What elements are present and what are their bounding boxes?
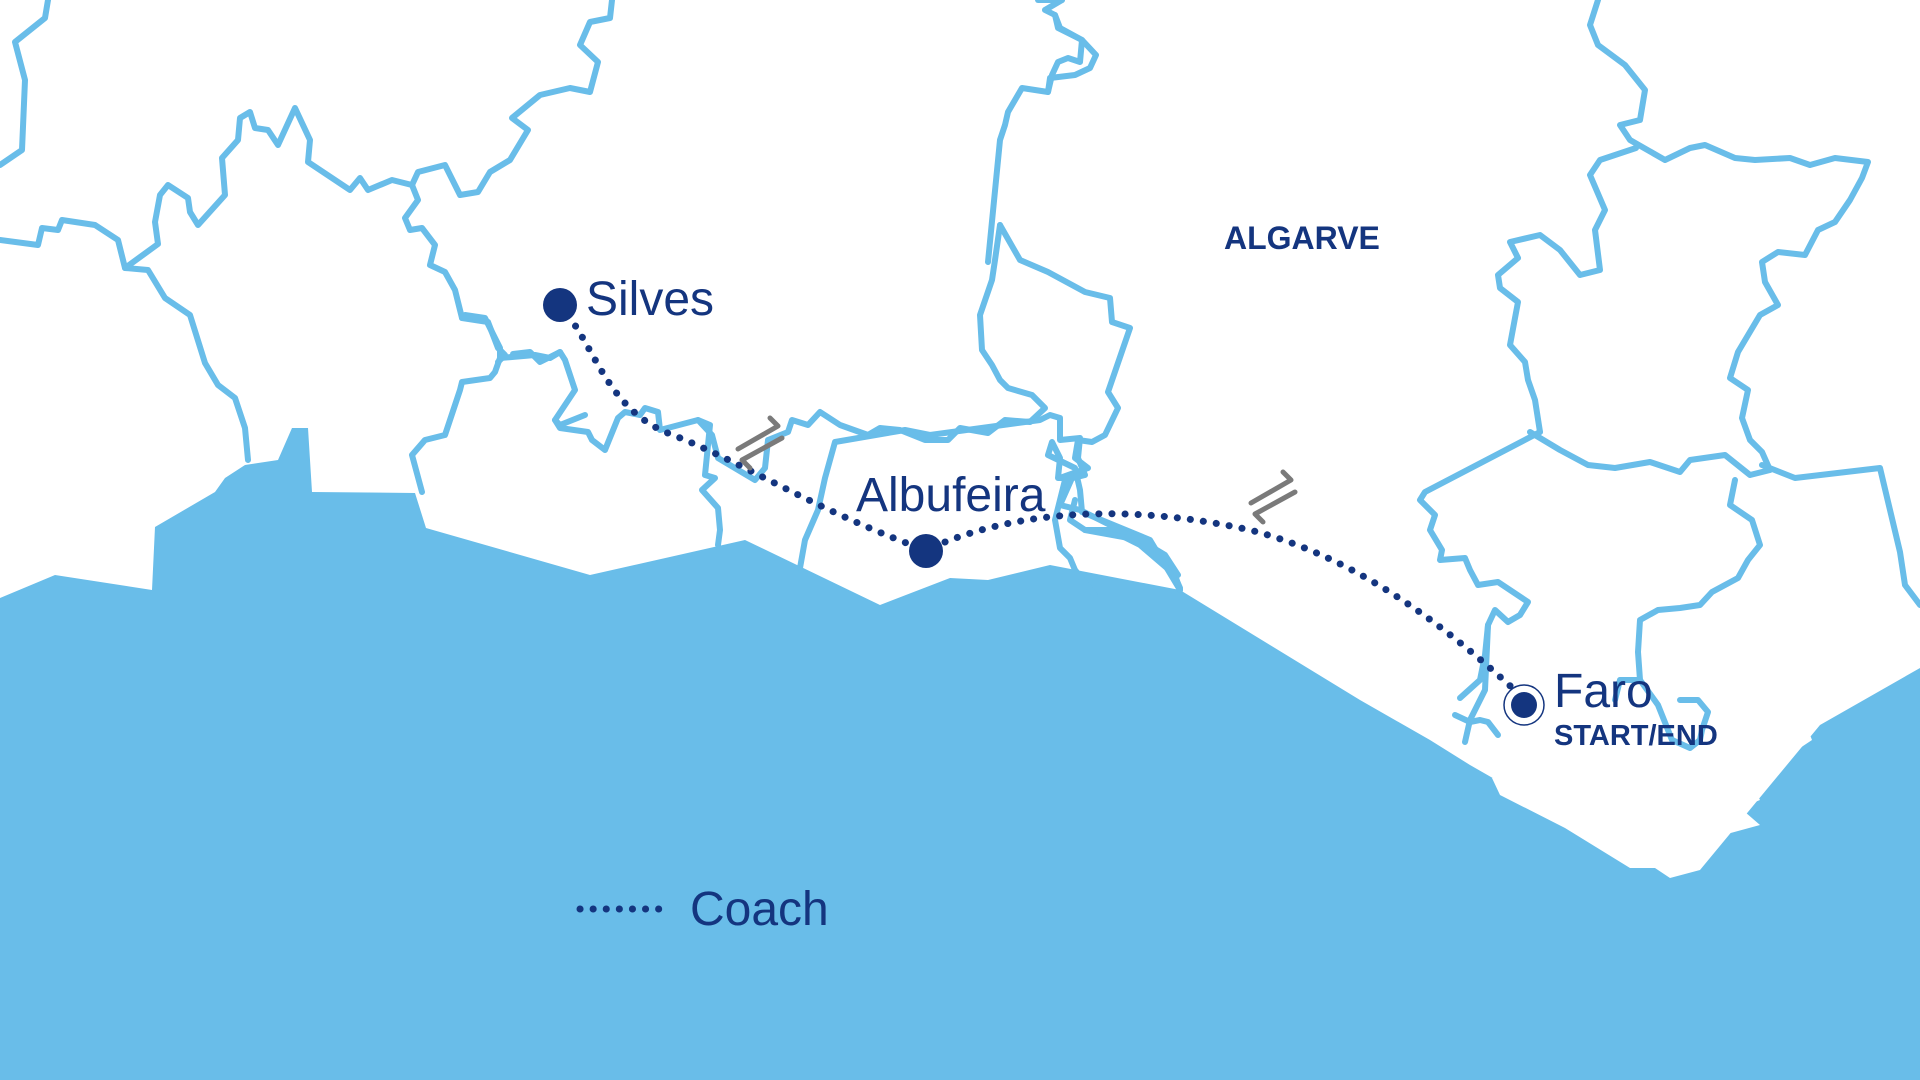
silves-marker: [543, 288, 577, 322]
municipal-borders: [0, 0, 1920, 751]
silves-label: Silves: [586, 273, 715, 326]
faro-marker: [1511, 692, 1537, 718]
legend-coach-label: Coach: [690, 883, 829, 936]
barrier-island: [1655, 818, 1690, 833]
barrier-island: [1690, 812, 1760, 840]
albufeira-label: Albufeira: [856, 469, 1046, 522]
barrier-island: [1492, 762, 1670, 868]
region-label: ALGARVE: [1224, 220, 1380, 256]
swap-arrows-icon: [1248, 469, 1298, 525]
albufeira-marker: [909, 534, 943, 568]
barrier-island: [1675, 782, 1760, 822]
swap-arrows-icon: [735, 415, 785, 471]
faro-label: Faro: [1554, 665, 1653, 718]
faro-start-end-note: START/END: [1554, 720, 1718, 752]
barrier-island: [1775, 722, 1812, 760]
sea-area: [0, 428, 1920, 1080]
coach-route-segment: [556, 301, 929, 554]
coach-route-segment: [941, 510, 1524, 699]
